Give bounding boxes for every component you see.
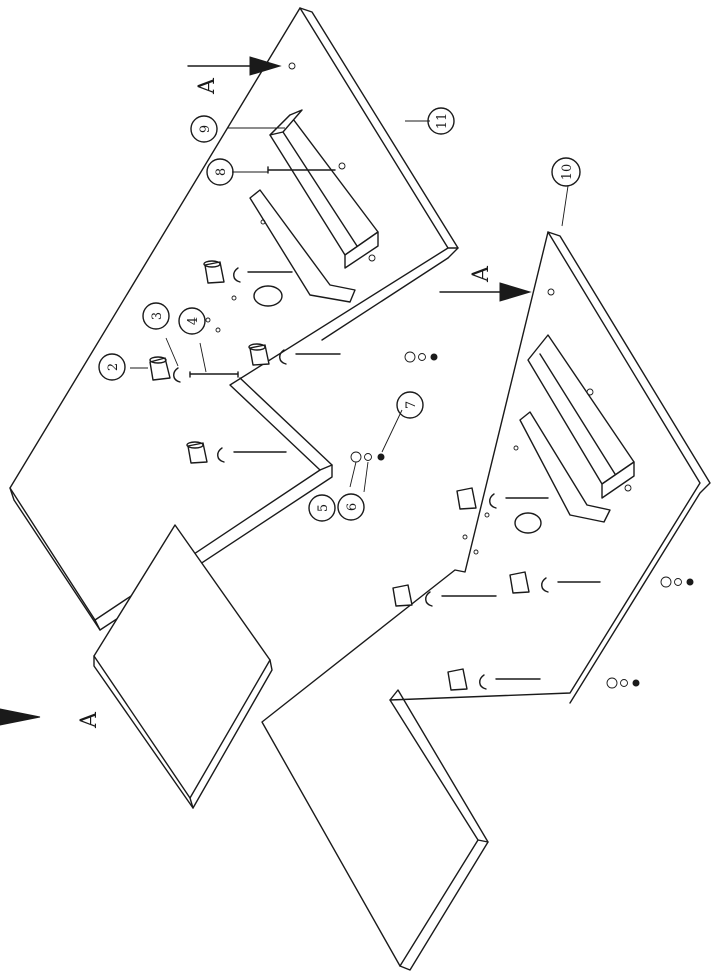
drawer-bracket-bottom <box>527 334 635 499</box>
table-top-board <box>9 7 459 631</box>
bumper-set-2 <box>203 260 293 284</box>
callout-label: 9 <box>198 125 213 133</box>
small-panel <box>93 524 273 809</box>
view-arrow-left: A <box>0 708 102 729</box>
callout-label: 10 <box>560 164 575 181</box>
callout-label: 11 <box>435 113 450 130</box>
view-arrow-label: A <box>469 265 494 283</box>
callout-3: 3 <box>142 302 170 330</box>
washer-nut-set-top <box>350 351 438 463</box>
callout-label: 3 <box>150 312 165 320</box>
callout-8: 8 <box>206 158 234 186</box>
callout-label: 8 <box>214 168 229 176</box>
view-arrow-label: A <box>195 77 220 95</box>
callout-label: 2 <box>106 363 121 371</box>
washer-nut-set-bottom <box>606 576 694 689</box>
callout-4: 4 <box>178 307 206 335</box>
bumper-set-4 <box>186 441 287 464</box>
bumper-set-6 <box>509 571 601 594</box>
callout-6: 6 <box>337 493 365 521</box>
view-arrow-mid: A <box>439 265 532 302</box>
callout-10: 10 <box>551 157 581 187</box>
callout-label: 6 <box>345 503 360 511</box>
view-arrow-top: A <box>187 56 282 95</box>
leader-lines <box>130 120 569 493</box>
cable-slot-top <box>205 62 356 333</box>
callout-9: 9 <box>190 115 218 143</box>
table-bottom-board <box>261 231 711 971</box>
bumper-set-1 <box>149 356 239 383</box>
callout-7: 7 <box>396 391 424 419</box>
callout-11: 11 <box>427 107 455 135</box>
bumper-set-7 <box>392 584 497 607</box>
callout-label: 7 <box>404 401 419 409</box>
callout-label: 5 <box>316 504 331 512</box>
drawer-bracket-top <box>269 109 379 269</box>
callout-2: 2 <box>98 353 126 381</box>
bumper-set-8 <box>447 668 541 691</box>
callout-5: 5 <box>308 494 336 522</box>
bumper-set-3 <box>248 343 341 366</box>
bumper-set-5 <box>456 487 549 510</box>
callout-label: 4 <box>186 317 201 325</box>
cable-slot-bottom <box>462 288 611 555</box>
view-arrow-label: A <box>77 711 102 729</box>
